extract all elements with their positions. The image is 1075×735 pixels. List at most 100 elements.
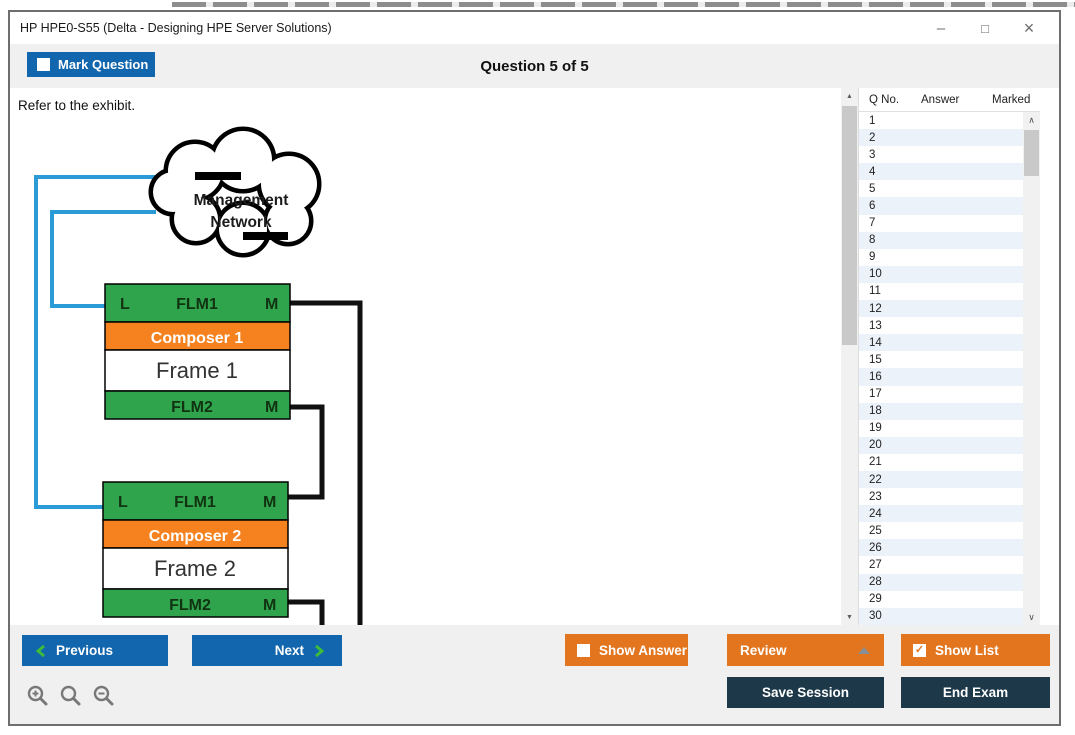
list-row[interactable]: 27: [859, 556, 1023, 573]
frame1-flm1-m: M: [265, 296, 278, 313]
black-link-bottom: [288, 599, 325, 625]
management-network-cloud: Management Network: [148, 126, 322, 258]
frame2-flm2-m: M: [263, 597, 276, 614]
chevron-left-icon: [36, 644, 45, 657]
review-button[interactable]: Review: [727, 634, 884, 666]
list-row[interactable]: 17: [859, 386, 1023, 403]
caret-up-icon: [858, 647, 870, 654]
list-row[interactable]: 12: [859, 300, 1023, 318]
list-row[interactable]: 1: [859, 112, 1023, 129]
list-row[interactable]: 7: [859, 215, 1023, 232]
list-row[interactable]: 9: [859, 249, 1023, 266]
title-bar: HP HPE0-S55 (Delta - Designing HPE Serve…: [10, 12, 1059, 44]
frame2-flm1-label: FLM1: [174, 494, 216, 511]
list-row[interactable]: 18: [859, 402, 1023, 420]
list-row[interactable]: 14: [859, 334, 1023, 352]
scroll-down-icon[interactable]: ▼: [846, 613, 853, 621]
frame2-flm2-label: FLM2: [169, 597, 211, 614]
background-window-edge: [172, 2, 1075, 7]
zoom-out-icon: [93, 685, 114, 706]
list-row[interactable]: 30: [859, 607, 1023, 625]
q-no-cell: 4: [869, 165, 876, 178]
previous-button[interactable]: Previous: [22, 635, 168, 666]
q-no-cell: 16: [869, 370, 882, 383]
question-list-header: Q No. Answer Marked: [859, 88, 1040, 112]
frame2-block: L FLM1 M Composer 2 Frame 2 FLM2 M: [102, 481, 289, 618]
chevron-right-icon: [315, 644, 324, 657]
col-header-marked: Marked: [992, 93, 1031, 106]
close-button[interactable]: ×: [1007, 12, 1051, 44]
frame1-flm1-label: FLM1: [176, 296, 218, 313]
list-row[interactable]: 25: [859, 522, 1023, 539]
show-answer-checkbox[interactable]: [577, 643, 590, 657]
black-link-mid: [288, 404, 325, 500]
review-label: Review: [740, 642, 787, 658]
next-button[interactable]: Next: [192, 635, 342, 666]
frame2-composer-label: Composer 2: [149, 528, 242, 545]
frame1-composer-label: Composer 1: [151, 330, 244, 347]
q-no-cell: 5: [869, 182, 876, 195]
zoom-reset-button[interactable]: [58, 683, 84, 709]
list-row[interactable]: 8: [859, 231, 1023, 249]
q-no-cell: 14: [869, 336, 882, 349]
q-no-cell: 3: [869, 148, 876, 161]
maximize-button[interactable]: □: [963, 12, 1007, 44]
q-no-cell: 20: [869, 439, 882, 452]
list-scrollbar[interactable]: ∧ ∨: [1023, 112, 1040, 625]
frame1-block: L FLM1 M Composer 1 Frame 1 FLM2 M: [104, 283, 291, 420]
list-row[interactable]: 29: [859, 591, 1023, 608]
question-counter: Question 5 of 5: [480, 57, 589, 75]
cloud-label-line1: Management: [194, 192, 289, 209]
list-row[interactable]: 10: [859, 265, 1023, 283]
list-scroll-down-icon[interactable]: ∨: [1028, 611, 1035, 622]
zoom-out-button[interactable]: [91, 683, 117, 709]
list-row[interactable]: 15: [859, 351, 1023, 368]
list-row[interactable]: 11: [859, 283, 1023, 300]
frame1-flm1-l: L: [120, 296, 130, 313]
list-row[interactable]: 13: [859, 317, 1023, 334]
mark-question-checkbox[interactable]: [37, 58, 50, 71]
q-no-cell: 29: [869, 593, 882, 606]
content-scrollbar[interactable]: ▲ ▼: [841, 88, 858, 625]
save-session-button[interactable]: Save Session: [727, 677, 884, 708]
q-no-cell: 23: [869, 490, 882, 503]
list-row[interactable]: 4: [859, 163, 1023, 181]
list-row[interactable]: 23: [859, 488, 1023, 505]
minimize-icon: –: [936, 19, 946, 37]
end-exam-button[interactable]: End Exam: [901, 677, 1050, 708]
q-no-cell: 18: [869, 405, 882, 418]
show-list-checkbox[interactable]: ✓: [913, 643, 926, 657]
question-content: Refer to the exhibit.: [10, 88, 841, 625]
list-row[interactable]: 5: [859, 180, 1023, 197]
zoom-in-button[interactable]: [25, 683, 51, 709]
list-row[interactable]: 20: [859, 436, 1023, 454]
blue-link-frame2: [34, 175, 161, 509]
show-answer-button[interactable]: Show Answer: [565, 634, 688, 666]
list-scrollbar-thumb[interactable]: [1024, 130, 1039, 176]
list-scroll-up-icon[interactable]: ∧: [1028, 114, 1035, 125]
list-row[interactable]: 6: [859, 197, 1023, 215]
list-row[interactable]: 28: [859, 573, 1023, 591]
minimize-button[interactable]: –: [919, 12, 963, 44]
list-row[interactable]: 22: [859, 470, 1023, 489]
list-row[interactable]: 2: [859, 129, 1023, 147]
frame2-flm1-l: L: [118, 494, 128, 511]
q-no-cell: 17: [869, 388, 882, 401]
window-title: HP HPE0-S55 (Delta - Designing HPE Serve…: [20, 21, 332, 35]
show-list-label: Show List: [935, 642, 999, 658]
list-row[interactable]: 21: [859, 454, 1023, 471]
zoom-toolbar: [25, 683, 117, 709]
list-row[interactable]: 16: [859, 368, 1023, 386]
main-region: Refer to the exhibit.: [10, 88, 1057, 625]
content-scrollbar-thumb[interactable]: [842, 106, 857, 345]
show-list-button[interactable]: ✓ Show List: [901, 634, 1050, 666]
scroll-up-icon[interactable]: ▲: [846, 92, 853, 100]
mark-question-button[interactable]: Mark Question: [27, 52, 155, 77]
list-row[interactable]: 26: [859, 539, 1023, 557]
list-row[interactable]: 3: [859, 146, 1023, 163]
list-row[interactable]: 24: [859, 505, 1023, 523]
list-row[interactable]: 19: [859, 420, 1023, 437]
